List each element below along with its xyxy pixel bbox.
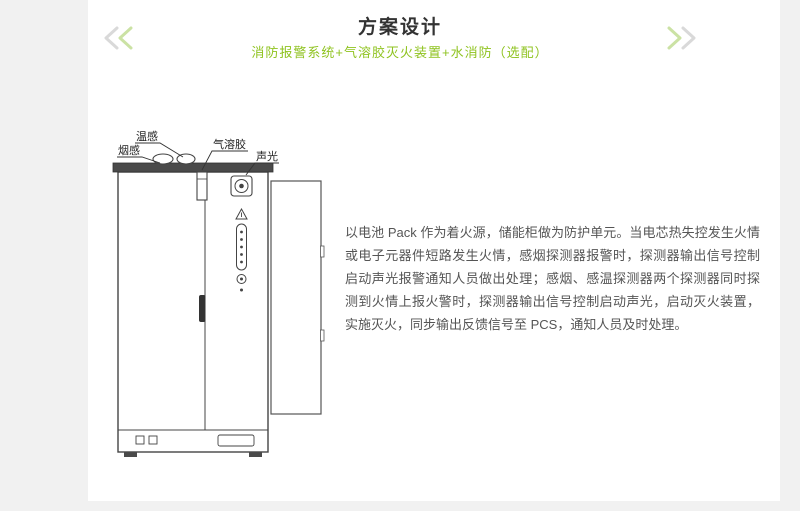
sound-light-device-shape xyxy=(230,175,253,197)
carousel-next-button[interactable] xyxy=(660,24,700,54)
label-smoke-sensor: 烟感 xyxy=(118,143,140,157)
section-title: 方案设计 xyxy=(357,17,442,38)
smoke-sensor-shape xyxy=(152,153,174,165)
cabinet-base xyxy=(118,429,268,457)
label-aerosol: 气溶胶 xyxy=(213,137,246,151)
cabinet-front-outline xyxy=(112,162,274,453)
door-indicator-icons xyxy=(235,207,248,292)
carousel-prev-button[interactable] xyxy=(100,24,140,54)
label-sound-light: 声光 xyxy=(256,149,278,163)
aerosol-device-shape xyxy=(196,171,208,201)
description-text: 以电池 Pack 作为着火源，储能柜做为防护单元。当电芯热失控发生火情或电子元器… xyxy=(345,225,760,332)
label-temp-sensor: 温感 xyxy=(136,130,158,143)
section-subtitle: 消防报警系统+气溶胶灭火装置+水消防（选配） xyxy=(251,45,549,60)
cabinet-drawing: 烟感 温感 气溶胶 声光 xyxy=(112,130,325,457)
cabinet-diagram: 烟感 温感 气溶胶 声光 xyxy=(100,118,350,473)
side-panel-outline xyxy=(270,180,325,415)
double-chevron-right-icon xyxy=(667,26,696,50)
leader-lines xyxy=(117,142,279,176)
double-chevron-left-icon xyxy=(104,26,133,50)
